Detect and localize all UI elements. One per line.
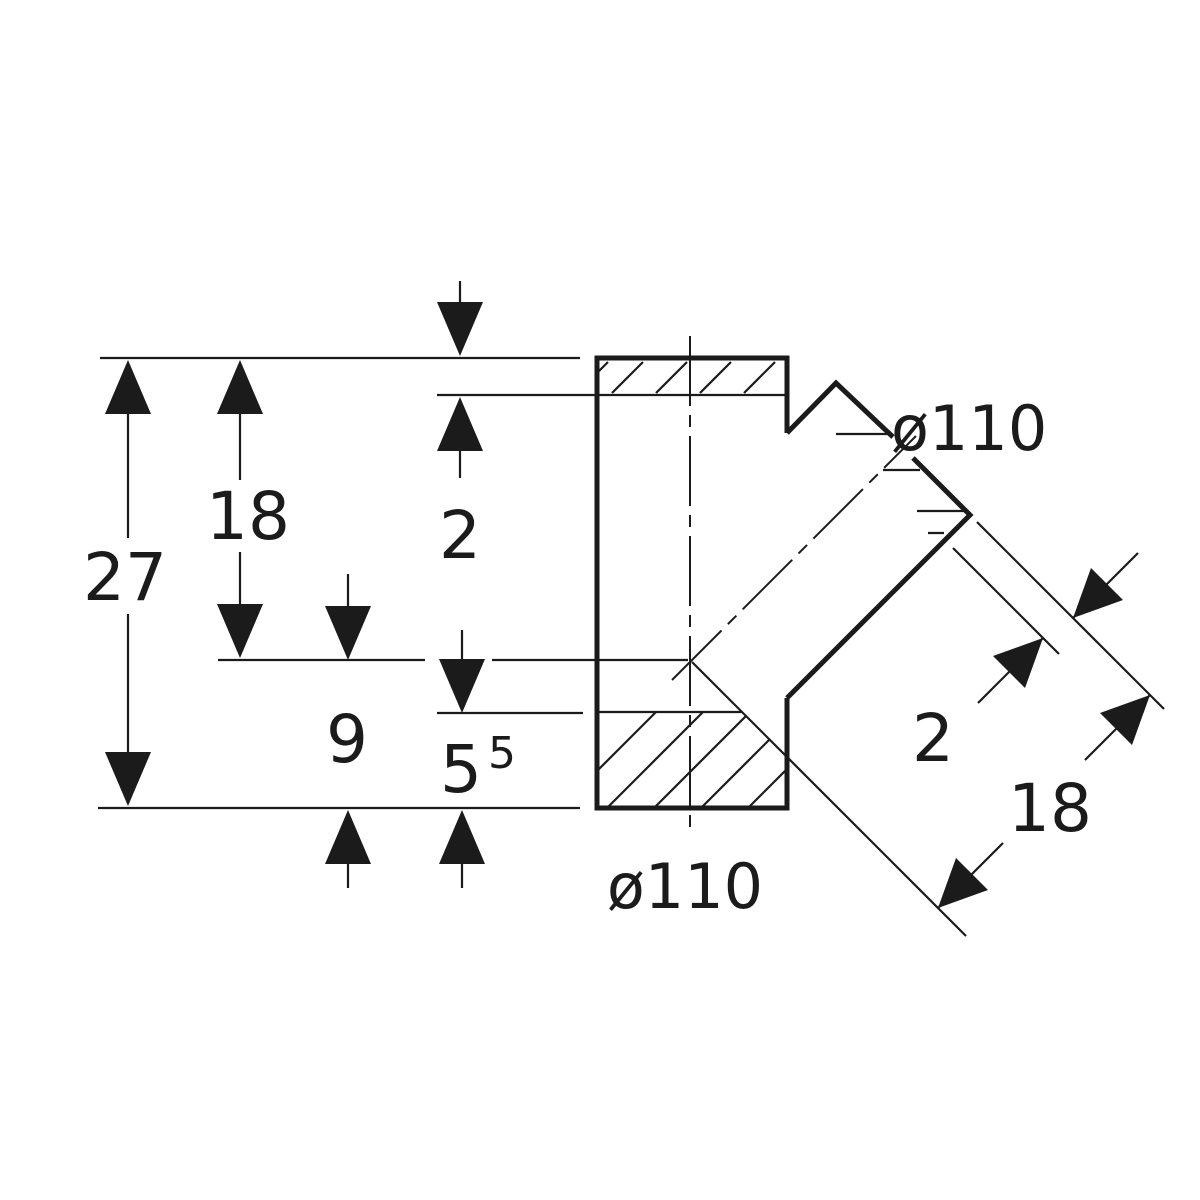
diameter-labels: ø110 ø110 [607,392,1047,923]
dim-label-27: 27 [83,539,167,616]
arrowhead-down-icon [437,302,483,356]
dia-label-top: ø110 [891,392,1047,465]
arrowhead-down-icon [439,659,485,713]
main-body-contour [594,355,790,811]
arrowhead-up-icon [439,810,485,864]
dimension-2-top: 2 [437,281,483,574]
branch-axis-centerline [671,435,917,681]
dimension-18-branch: 18 [937,694,1151,909]
hatch-bottom-band [596,711,788,809]
arrowhead-down-icon [325,606,371,660]
branch-dimension-lines [691,521,1165,937]
dia-label-bottom: ø110 [607,850,763,923]
arrowhead-down-icon [105,752,151,806]
arrowhead-down-icon [217,604,263,658]
arrowhead-downleft-icon [938,858,988,908]
dimension-2-branch: 2 [912,552,1139,777]
dimension-27: 27 [83,360,167,806]
dim-label-5: 5 [440,731,482,808]
branch-endface-extension-line [976,521,1165,710]
arrowhead-up-icon [437,397,483,451]
extension-lines [98,356,890,810]
arrowhead-upright-icon [1100,695,1150,745]
arrowhead-up-icon [105,360,151,414]
break-zigzag-line [785,379,895,439]
body-outline [594,355,974,811]
inner-edges [437,393,787,714]
dim-label-18-left: 18 [206,478,290,555]
arrowhead-up-icon [217,360,263,414]
branch-inner-extension-line [952,547,1060,655]
dim-label-2-branch: 2 [912,700,954,777]
dim-label-9: 9 [326,701,368,778]
section-hatching [596,361,965,809]
dim-label-18-branch: 18 [1008,770,1092,847]
dim-label-2-top: 2 [439,497,481,574]
arrowhead-downleft-icon [1073,568,1123,618]
center-lines [671,336,917,830]
dimension-5-5: 5 5 [439,630,516,888]
hatch-top-band [597,361,776,394]
dimension-18-left: 18 [206,360,290,658]
dimension-9: 9 [325,574,371,888]
arrowhead-upright-icon [993,638,1043,688]
branch-center-extension-line [691,661,967,937]
hatch-branch-wall [883,468,965,535]
arrowhead-up-icon [325,810,371,864]
dim-label-5-superscript: 5 [488,728,516,779]
branch-end-contour [785,456,974,700]
